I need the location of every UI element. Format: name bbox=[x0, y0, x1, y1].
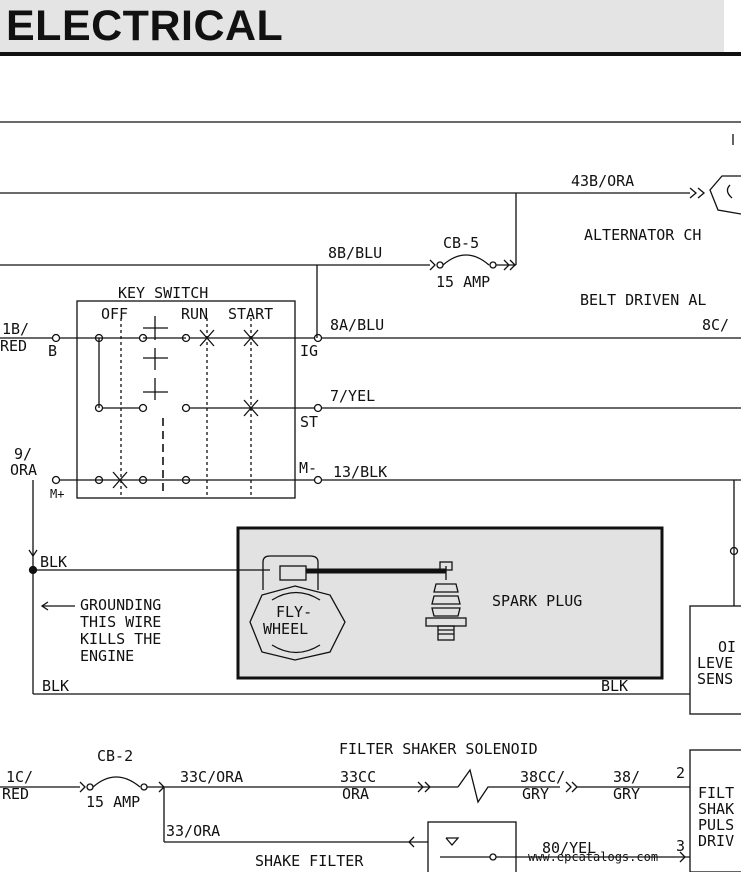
flywheel-icon bbox=[249, 585, 346, 661]
label-oil-1: OI bbox=[718, 638, 736, 656]
cb5-breaker bbox=[442, 254, 490, 266]
label-red-bottom: RED bbox=[2, 785, 29, 803]
watermark: www.epcatalogs.com bbox=[528, 850, 658, 864]
label-ora-left: ORA bbox=[10, 461, 37, 479]
label-blk-bottom-right: BLK bbox=[601, 677, 628, 695]
label-red-left: RED bbox=[0, 337, 27, 355]
label-gry-38cc: GRY bbox=[522, 785, 549, 803]
label-grounding-4: ENGINE bbox=[80, 647, 134, 665]
label-wire-33cc: 33CC bbox=[340, 768, 376, 786]
label-wire-8c: 8C/ bbox=[702, 316, 729, 334]
label-term-m-minus: M- bbox=[299, 459, 317, 477]
label-wire-38: 38/ bbox=[613, 768, 640, 786]
label-wire-38cc: 38CC/ bbox=[520, 768, 565, 786]
label-filt-2: SHAK bbox=[698, 800, 734, 818]
label-belt-driven: BELT DRIVEN AL bbox=[580, 291, 706, 309]
label-gry-38: GRY bbox=[613, 785, 640, 803]
label-term-ig: IG bbox=[300, 342, 318, 360]
label-pin-2: 2 bbox=[676, 764, 685, 782]
label-cb5: CB-5 bbox=[443, 234, 479, 252]
flywheel-magneto bbox=[262, 555, 319, 590]
label-wire-1b: 1B/ bbox=[2, 320, 29, 338]
label-wire-9: 9/ bbox=[14, 445, 32, 463]
label-filter-shaker: FILTER SHAKER SOLENOID bbox=[339, 740, 538, 758]
alternator-connector bbox=[709, 175, 741, 215]
label-term-m-plus: M+ bbox=[50, 487, 64, 501]
key-switch-box bbox=[76, 300, 296, 499]
label-fly: FLY- bbox=[276, 603, 312, 621]
label-term-b: B bbox=[48, 342, 57, 360]
cb2-breaker bbox=[92, 776, 141, 788]
label-wire-8b: 8B/BLU bbox=[328, 244, 382, 262]
label-spark-plug: SPARK PLUG bbox=[492, 592, 582, 610]
label-filt-1: FILT bbox=[698, 784, 734, 802]
label-wire-33c: 33C/ORA bbox=[180, 768, 243, 786]
label-wire-43b: 43B/ORA bbox=[571, 172, 634, 190]
header-rule bbox=[0, 52, 741, 56]
spark-plug-inset bbox=[236, 526, 664, 680]
oil-level-sensor-box bbox=[689, 605, 741, 715]
label-oil-2: LEVE bbox=[697, 654, 733, 672]
label-cb2: CB-2 bbox=[97, 747, 133, 765]
label-sw-run: RUN bbox=[181, 305, 208, 323]
label-wire-8a: 8A/BLU bbox=[330, 316, 384, 334]
shake-filter-box bbox=[427, 821, 517, 872]
filter-shaker-driver-box bbox=[689, 749, 741, 872]
label-shake-filter: SHAKE FILTER bbox=[255, 852, 364, 870]
label-sw-off: OFF bbox=[101, 305, 128, 323]
label-term-st: ST bbox=[300, 413, 318, 431]
label-key-switch: KEY SWITCH bbox=[118, 284, 208, 302]
page-title: ELECTRICAL bbox=[6, 2, 284, 50]
label-blk-top: BLK bbox=[40, 553, 67, 571]
label-cb5-amp: 15 AMP bbox=[436, 273, 490, 291]
label-wire-1c: 1C/ bbox=[6, 768, 33, 786]
label-blk-bottom-left: BLK bbox=[42, 677, 69, 695]
label-sw-start: START bbox=[228, 305, 273, 323]
label-grounding-3: KILLS THE bbox=[80, 630, 161, 648]
label-filt-3: PULS bbox=[698, 816, 734, 834]
label-grounding-1: GROUNDING bbox=[80, 596, 161, 614]
label-alternator: ALTERNATOR CH bbox=[584, 226, 701, 244]
label-wire-33: 33/ORA bbox=[166, 822, 220, 840]
label-oil-3: SENS bbox=[697, 670, 733, 688]
label-wire-7: 7/YEL bbox=[330, 387, 375, 405]
spark-plug-icon bbox=[431, 583, 461, 617]
label-wire-80: 80/YEL bbox=[542, 839, 596, 857]
label-wire-13: 13/BLK bbox=[333, 463, 387, 481]
label-cb2-amp: 15 AMP bbox=[86, 793, 140, 811]
label-grounding-2: THIS WIRE bbox=[80, 613, 161, 631]
label-wheel: WHEEL bbox=[263, 620, 308, 638]
label-ora-33cc: ORA bbox=[342, 785, 369, 803]
label-filt-4: DRIV bbox=[698, 832, 734, 850]
label-pin-3: 3 bbox=[676, 837, 685, 855]
header-bar: ELECTRICAL bbox=[0, 0, 724, 52]
